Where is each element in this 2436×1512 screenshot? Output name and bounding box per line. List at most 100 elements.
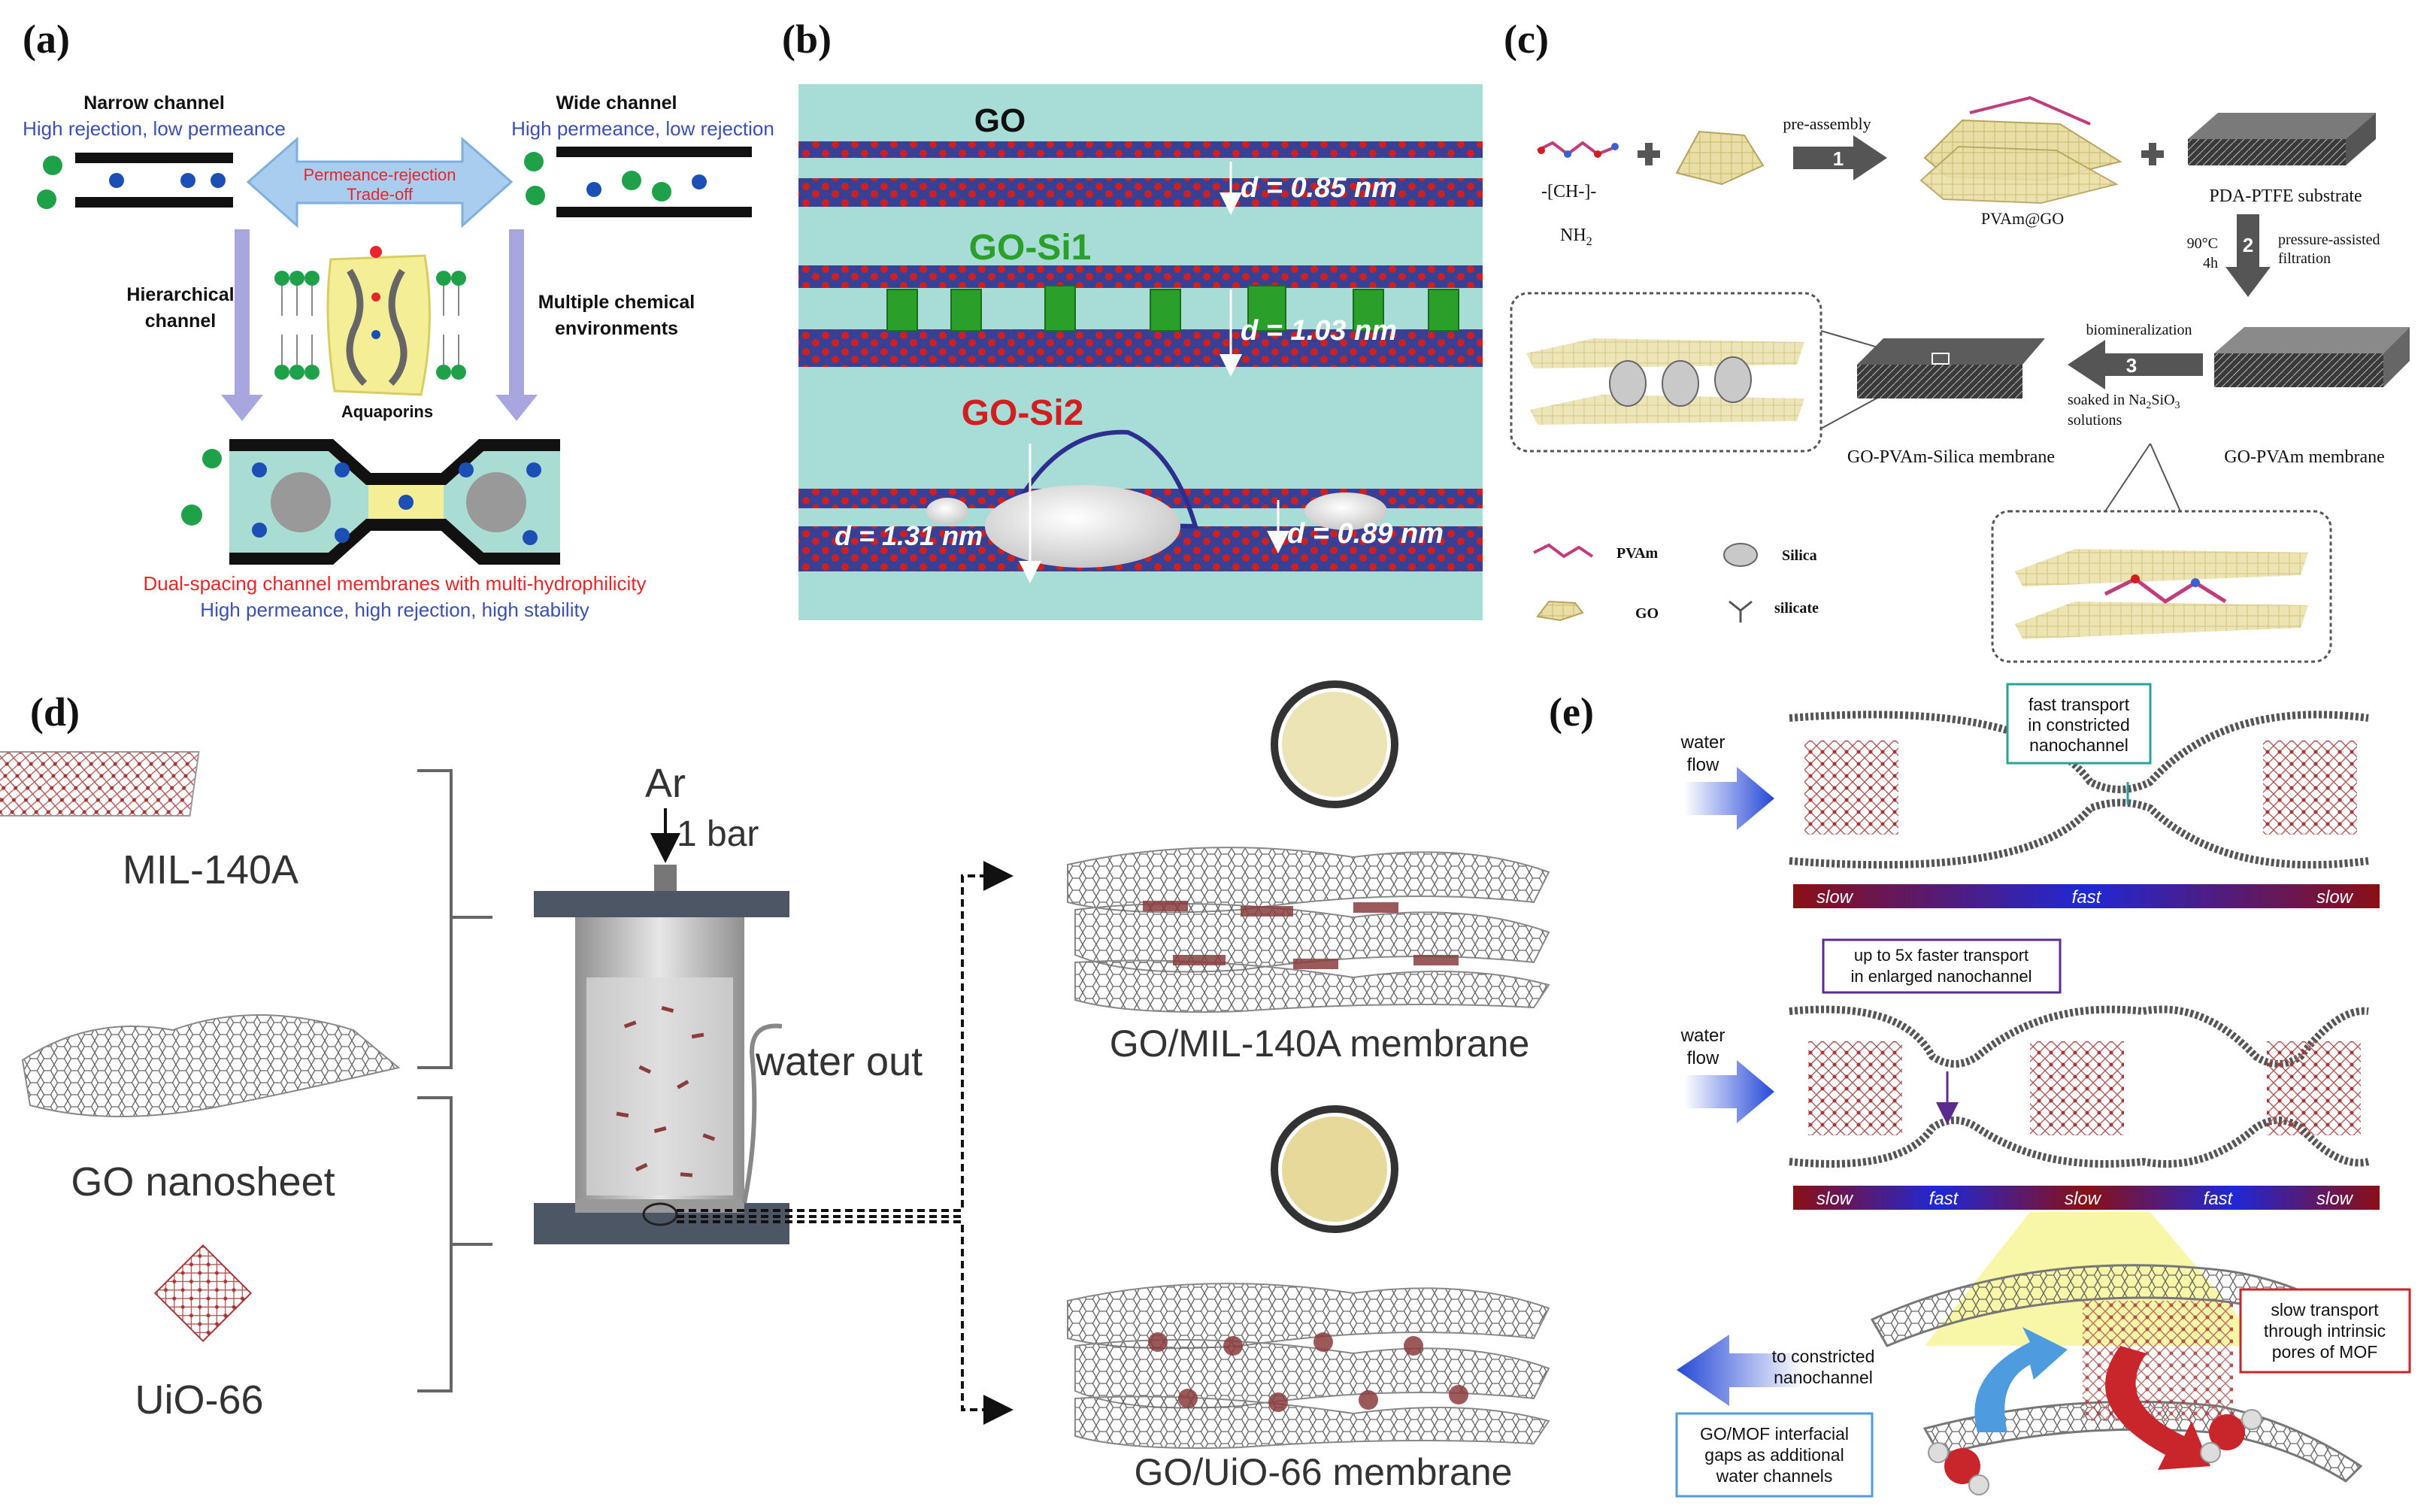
go-si1-layer-label: GO-Si1 xyxy=(969,228,1092,268)
water-flow-label-1a: water xyxy=(1680,732,1726,753)
spacing-d3: d = 1.31 nm xyxy=(835,520,983,551)
water-flow-label-2a: water xyxy=(1680,1026,1726,1046)
water-molecule-1 xyxy=(1928,1442,1989,1495)
interfacial-gap-line-3: water channels xyxy=(1716,1466,1833,1486)
pvam-inset xyxy=(1991,510,2332,663)
blue-curved-arrow xyxy=(1974,1327,2068,1432)
ch-formula: -[CH-]- xyxy=(1541,182,1596,201)
slow-transport-box xyxy=(2239,1288,2411,1374)
chemical-label-2: environments xyxy=(555,318,678,339)
pre-assembly-label: pre-assembly xyxy=(1783,114,1871,133)
filtration-cell xyxy=(534,865,789,1244)
dual-spacing-caption: Dual-spacing channel membranes with mult… xyxy=(143,572,646,595)
grouping-brackets xyxy=(417,769,492,1392)
slow-transport-line-1: slow transport xyxy=(2271,1300,2379,1320)
interfacial-gap-line-2: gaps as additional xyxy=(1704,1445,1844,1465)
narrow-channel-title: Narrow channel xyxy=(83,92,225,114)
plus-icon-2 xyxy=(2141,143,2164,165)
water-outlet-tube xyxy=(742,1023,783,1204)
mil-140a-label: MIL-140A xyxy=(123,847,298,892)
wide-channel-subtitle: High permeance, low rejection xyxy=(511,117,774,140)
mof-crystal-1 xyxy=(1804,741,1898,835)
temperature-label: 90°C xyxy=(2187,235,2218,252)
pvam-go-label: PVAm@GO xyxy=(1981,209,2064,228)
bar1-slow-right: slow xyxy=(2316,887,2354,908)
spacing-d4: d = 0.89 nm xyxy=(1287,518,1444,550)
step-1-arrow xyxy=(1793,135,1887,180)
mil-140a-membrane-stack xyxy=(1067,847,1550,1013)
bar2-slow-1: slow xyxy=(1816,1189,1854,1209)
uio-66-membrane-photo xyxy=(1271,1105,1398,1233)
enlarged-transport-line-2: in enlarged nanochannel xyxy=(1851,967,2032,986)
water-flow-arrow-1 xyxy=(1684,767,1774,830)
silica-inset xyxy=(1510,292,1822,453)
aquaporins-label: Aquaporins xyxy=(341,402,433,421)
fast-transport-line-1: fast transport xyxy=(2028,695,2130,714)
silica-membrane-label: GO-PVAm-Silica membrane xyxy=(1847,447,2055,467)
pvam-go-stack xyxy=(1919,95,2122,205)
tradeoff-double-arrow xyxy=(246,136,514,229)
argon-label: Ar xyxy=(645,761,686,806)
panel-b: (b) GO GO-Si1 GO-Si2 xyxy=(782,17,1483,620)
velocity-bar-2 xyxy=(1793,1186,2380,1210)
step-2-arrow xyxy=(2225,214,2271,297)
water-molecule-2 xyxy=(2200,1409,2262,1463)
mil-140a-membrane-label: GO/MIL-140A membrane xyxy=(1110,1023,1530,1065)
constricted-channel xyxy=(1789,711,2369,869)
step-1-number: 1 xyxy=(1833,147,1844,170)
membrane-dashed-arrows xyxy=(677,861,1013,1425)
substrate-label: PDA-PTFE substrate xyxy=(2209,186,2362,206)
uio-66-label: UiO-66 xyxy=(135,1377,263,1423)
bar2-fast-1: fast xyxy=(1929,1189,1959,1209)
plus-icon xyxy=(1638,143,1660,165)
panel-label-e: (e) xyxy=(1549,689,1594,735)
silica-membrane-icon xyxy=(1857,338,2045,398)
red-curved-arrow xyxy=(2105,1346,2210,1470)
panel-label-c: (c) xyxy=(1504,17,1549,62)
pvam-membrane-icon xyxy=(2214,327,2410,387)
legend-go: GO xyxy=(1635,605,1659,622)
pvam-molecule xyxy=(1537,141,1619,158)
mof-crystal-3 xyxy=(1808,1041,1902,1135)
step-3-arrow xyxy=(2068,340,2203,389)
pressure-label: 1 bar xyxy=(677,814,759,854)
chemical-down-arrow xyxy=(495,229,538,421)
hierarchical-label-1: Hierarchical xyxy=(126,284,234,305)
narrow-channel-diagram xyxy=(37,153,233,209)
aquaporin-illustration xyxy=(274,246,466,396)
bar2-slow-3: slow xyxy=(2316,1189,2354,1209)
wide-channel-diagram xyxy=(524,147,752,217)
solutions-label: solutions xyxy=(2068,412,2122,429)
go-si2-layer-label: GO-Si2 xyxy=(962,393,1084,433)
water-flow-label-1b: flow xyxy=(1687,755,1719,775)
water-out-label: water out xyxy=(755,1039,923,1084)
silica-pores xyxy=(926,429,1387,568)
water-flow-label-2b: flow xyxy=(1687,1048,1719,1068)
wide-channel-title: Wide channel xyxy=(556,92,677,114)
to-constricted-arrow xyxy=(1677,1335,1804,1406)
mil-140a-membrane-photo xyxy=(1271,680,1398,808)
go-layer-label: GO xyxy=(974,102,1026,139)
enlarged-transport-box xyxy=(1822,938,2062,994)
to-constricted-line-1: to constricted xyxy=(1772,1347,1875,1366)
performance-caption: High permeance, high rejection, high sta… xyxy=(200,598,589,621)
slow-transport-line-3: pores of MOF xyxy=(2272,1342,2378,1362)
mof-crystal-4 xyxy=(2030,1041,2124,1135)
fast-transport-box xyxy=(2006,683,2152,765)
time-label: 4h xyxy=(2203,255,2218,271)
nh2-formula: NH2 xyxy=(1560,226,1592,248)
water-flow-arrow-2 xyxy=(1684,1060,1774,1123)
go-nanosheet xyxy=(21,1014,401,1117)
chemical-label-1: Multiple chemical xyxy=(538,292,695,313)
pressure-label-1: pressure-assisted xyxy=(2278,232,2380,248)
step-2-number: 2 xyxy=(2243,234,2253,256)
uio-66-membrane-stack xyxy=(1067,1283,1550,1449)
panel-c: (c) -[CH-]- NH2 pre-assembly 1 PVAm@GO P… xyxy=(1504,17,2410,663)
interfacial-gap-line-1: GO/MOF interfacial xyxy=(1700,1424,1849,1444)
to-constricted-line-2: nanochannel xyxy=(1774,1368,1873,1387)
bar2-fast-2: fast xyxy=(2204,1189,2234,1209)
step-3-number: 3 xyxy=(2126,354,2137,377)
panel-label-d: (d) xyxy=(30,689,80,735)
legend-silicate: silicate xyxy=(1774,600,1819,617)
mil-140a-crystal xyxy=(0,751,200,817)
